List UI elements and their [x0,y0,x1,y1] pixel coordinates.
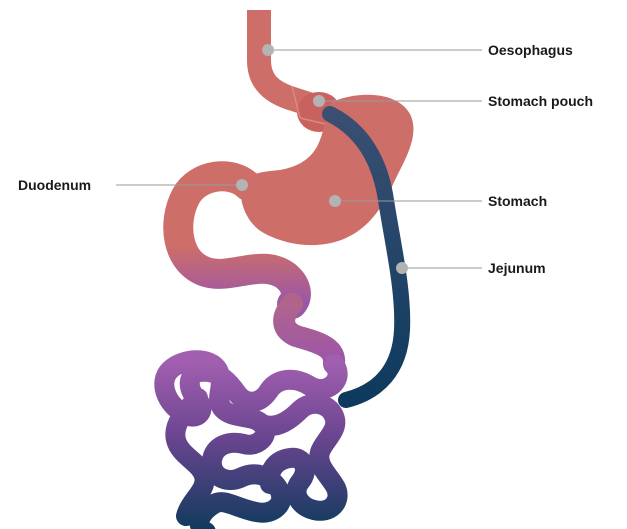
small-intestine-shape [164,360,337,529]
jejunum-label: Jejunum [488,260,546,276]
oesophagus-label: Oesophagus [488,42,573,58]
stomach-marker-dot [329,195,341,207]
duodenum-label: Duodenum [18,177,91,193]
oesophagus-marker-dot [262,44,274,56]
stomach-pouch-label: Stomach pouch [488,93,593,109]
duodenum-marker-dot [236,179,248,191]
stomach-label: Stomach [488,193,547,209]
duodenum-connector [284,304,334,364]
stomach-pouch-marker-dot [313,95,325,107]
jejunum-marker-dot [396,262,408,274]
oesophagus-shape [259,10,315,106]
